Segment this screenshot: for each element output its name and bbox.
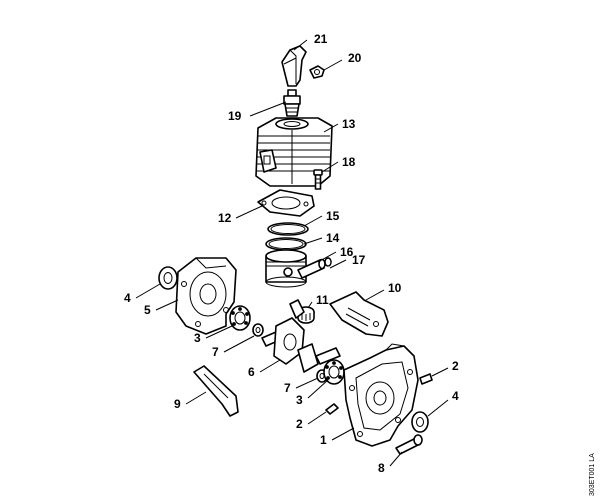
callout-5: 5 — [144, 303, 151, 317]
callout-18: 18 — [342, 155, 356, 169]
callout-10: 10 — [388, 281, 402, 295]
part-3-ball-bearing-left[interactable] — [229, 305, 251, 331]
callout-11: 11 — [316, 293, 329, 307]
part-9-plate[interactable] — [193, 365, 239, 417]
part-12-gasket[interactable] — [257, 189, 315, 217]
part-2-dowel-pin-right[interactable] — [419, 373, 433, 385]
callout-19: 19 — [228, 109, 242, 123]
callout-9: 9 — [174, 397, 181, 411]
callout-4-right: 4 — [452, 389, 459, 403]
callout-14: 14 — [326, 231, 340, 245]
part-6-crankshaft[interactable] — [261, 299, 341, 373]
callout-20: 20 — [348, 51, 362, 65]
part-1-crankcase-right[interactable] — [343, 343, 419, 447]
part-2-dowel-pin-left[interactable] — [325, 403, 339, 415]
callout-13: 13 — [342, 117, 356, 131]
callout-7-right: 7 — [284, 381, 291, 395]
part-20-clip[interactable] — [309, 65, 325, 79]
part-8-screw[interactable] — [395, 434, 423, 455]
callout-3-right: 3 — [296, 393, 303, 407]
callout-3-left: 3 — [194, 331, 201, 345]
callout-4-left: 4 — [124, 291, 131, 305]
part-5-crankcase-left[interactable] — [175, 257, 237, 335]
callout-12: 12 — [218, 211, 232, 225]
part-14-piston-ring[interactable] — [265, 237, 307, 251]
part-15-piston-ring[interactable] — [267, 222, 309, 236]
leader-lines — [135, 39, 449, 467]
part-10-deflector-plate[interactable] — [329, 291, 389, 337]
callout-16: 16 — [340, 245, 354, 259]
part-13-cylinder[interactable] — [255, 117, 333, 187]
callout-6: 6 — [248, 365, 255, 379]
callout-8: 8 — [378, 461, 385, 475]
callout-1: 1 — [320, 433, 327, 447]
part-21-spark-plug-boot[interactable] — [281, 45, 307, 87]
callout-labels: 21 20 19 13 18 12 15 14 16 17 11 10 4 5 … — [124, 32, 459, 475]
part-18-screw[interactable] — [313, 169, 323, 190]
callout-21: 21 — [314, 32, 328, 46]
drawing-reference: 303ET001 LA — [589, 453, 596, 496]
part-7-washer-left[interactable] — [252, 323, 264, 337]
callout-17: 17 — [352, 253, 366, 267]
callout-7-left: 7 — [212, 345, 219, 359]
part-4-oil-seal-left[interactable] — [158, 266, 178, 290]
callout-2-left: 2 — [296, 417, 303, 431]
callout-2-right: 2 — [452, 359, 459, 373]
piston[interactable] — [265, 249, 307, 288]
part-17-circlip[interactable] — [324, 257, 332, 267]
part-4-oil-seal-right[interactable] — [411, 411, 429, 433]
part-19-spark-plug[interactable] — [283, 89, 301, 117]
callout-15: 15 — [326, 209, 340, 223]
